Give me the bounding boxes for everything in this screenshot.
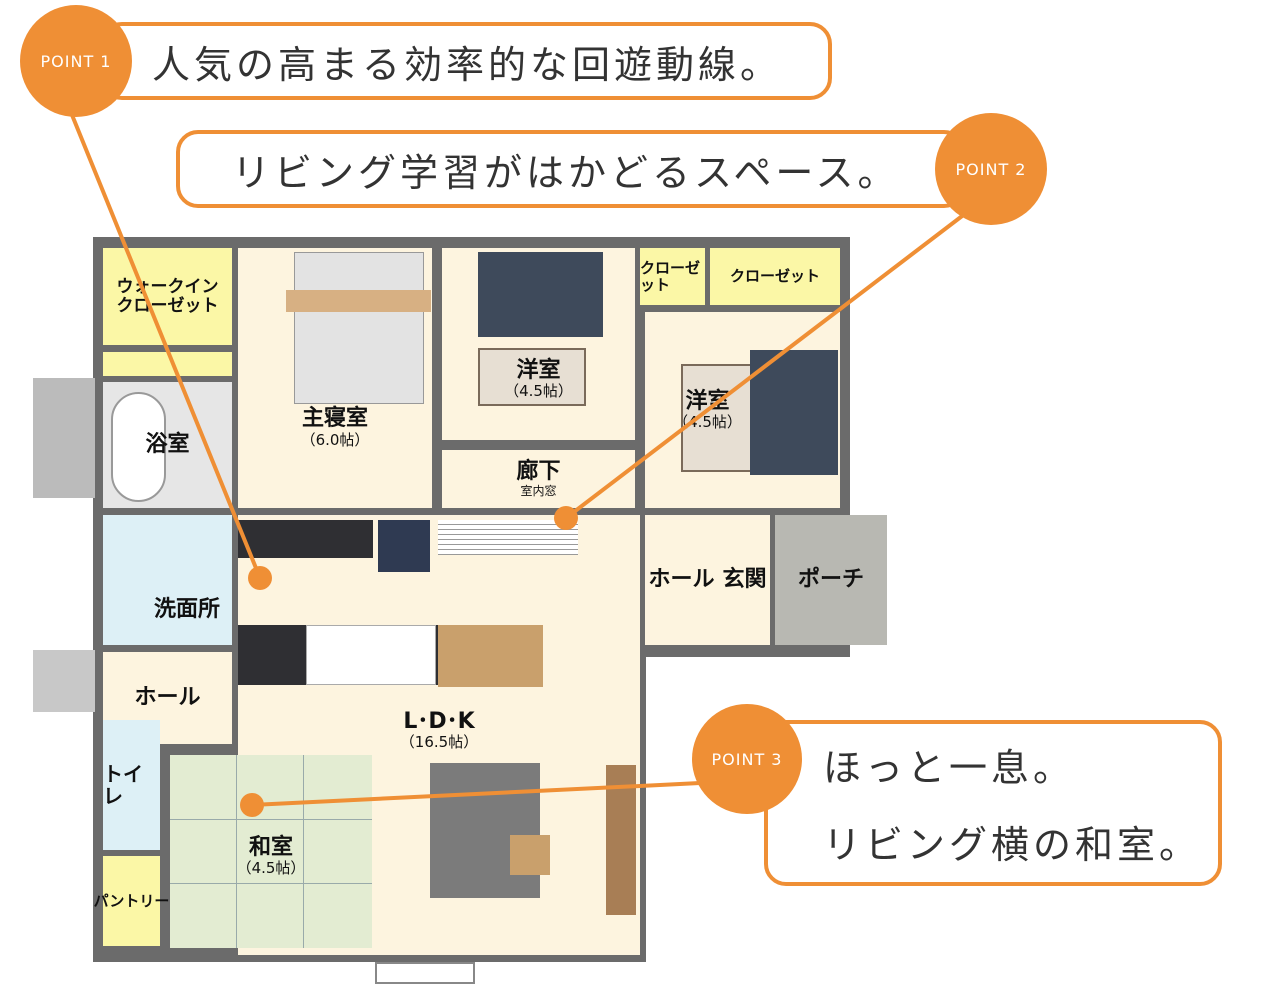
room-label: 主寝室 — [301, 406, 368, 432]
bed-icon — [478, 252, 603, 337]
tv-board-icon — [606, 765, 636, 915]
point1-callout: 人気の高まる効率的な回遊動線。 — [100, 22, 832, 100]
room-label: 玄関 — [722, 566, 767, 592]
point1-marker — [248, 566, 272, 590]
bed-icon — [750, 350, 838, 475]
sofa-icon — [430, 763, 540, 898]
room-label: クローゼット — [640, 259, 701, 294]
point3-text-line1: ほっと一息。 — [823, 746, 1076, 790]
badge-label: POINT 2 — [955, 159, 1027, 179]
point3-marker — [240, 793, 264, 817]
entry-step — [375, 962, 475, 984]
room-size: （4.5帖） — [504, 381, 573, 400]
dining-table-icon — [438, 625, 543, 687]
room-label: ウォークイン クローゼット — [116, 276, 219, 316]
exterior-unit — [33, 378, 95, 498]
kitchen-cabinet-icon — [238, 520, 373, 558]
room-label: トイレ — [103, 762, 143, 808]
room-label: パントリー — [93, 891, 170, 910]
room-label: 洋室 — [685, 388, 730, 414]
room-closet-1: クローゼット — [640, 248, 705, 305]
room-label: ホール — [648, 566, 715, 592]
badge-label: POINT 3 — [711, 749, 783, 769]
room-pantry: パントリー — [94, 856, 169, 946]
point1-text: 人気の高まる効率的な回遊動線。 — [152, 42, 783, 87]
room-closet-2: クローゼット — [710, 248, 840, 305]
room-western-2: 洋室（4.5帖） — [645, 312, 840, 508]
bed-runner-icon — [286, 290, 431, 312]
room-washroom: 洗面所 — [103, 515, 232, 645]
room-porch: ポーチ — [775, 515, 887, 645]
room-western-1: 洋室（4.5帖） — [442, 248, 635, 440]
badge-label: POINT 1 — [40, 51, 112, 71]
point2-text: リビング学習がはかどるスペース。 — [232, 150, 900, 195]
room-label: クローゼット — [729, 267, 820, 286]
point3-callout: ほっと一息。 リビング横の和室。 — [764, 720, 1222, 886]
room-bath: 浴室 — [103, 382, 232, 508]
room-label: 和室 — [248, 835, 293, 861]
room-label: 廊下 — [516, 459, 561, 485]
indoor-window-label: 室内窓 — [520, 483, 557, 498]
room-hall: ホール — [103, 652, 232, 744]
point1-badge: POINT 1 — [20, 5, 132, 117]
room-walkin-closet: ウォークイン クローゼット — [103, 248, 232, 345]
room-label: 浴室 — [145, 431, 190, 457]
room-label: ホール — [134, 684, 201, 710]
room-label: L･D･K — [403, 708, 475, 734]
point3-text-line2: リビング横の和室。 — [823, 823, 1202, 867]
room-label: 洋室 — [516, 357, 561, 383]
point3-badge: POINT 3 — [692, 704, 802, 814]
room-toilet: トイレ — [103, 720, 160, 850]
sink-icon — [306, 625, 436, 685]
point2-marker — [554, 506, 578, 530]
refrigerator-icon — [378, 520, 430, 572]
room-label: ポーチ — [797, 566, 864, 592]
room-size: （4.5帖） — [673, 412, 742, 431]
closet-shelf — [103, 352, 232, 376]
room-hall-entrance: ホール 玄関 — [645, 515, 770, 645]
room-japanese: 和室（4.5帖） — [170, 755, 372, 948]
study-counter-icon — [438, 520, 578, 555]
room-corridor: 廊下 室内窓 — [442, 450, 635, 508]
room-size: （4.5帖） — [236, 859, 306, 878]
room-size: （16.5帖） — [399, 732, 479, 751]
room-size: （6.0帖） — [300, 430, 370, 449]
back-door-step — [33, 650, 95, 712]
point2-callout: リビング学習がはかどるスペース。 — [176, 130, 966, 208]
point2-badge: POINT 2 — [935, 113, 1047, 225]
coffee-table-icon — [510, 835, 550, 875]
room-master-bedroom: 主寝室（6.0帖） — [238, 248, 432, 508]
bed-icon — [294, 252, 424, 404]
room-label: 洗面所 — [153, 596, 220, 622]
